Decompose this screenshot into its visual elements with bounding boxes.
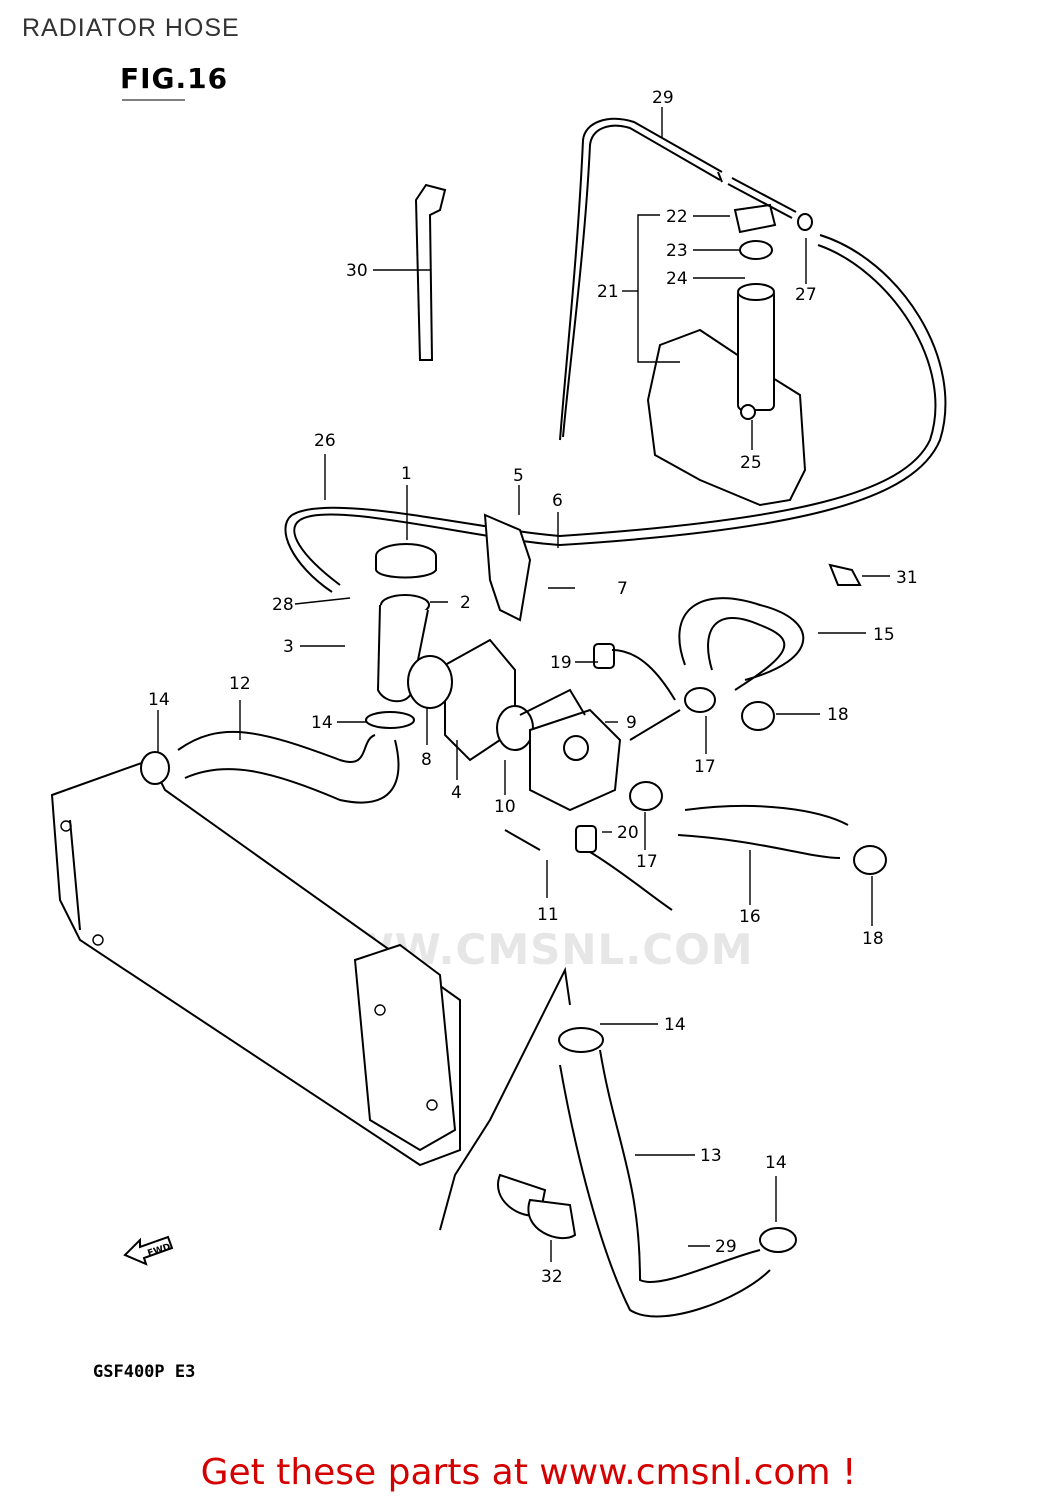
radiator-hose-15[interactable] — [678, 597, 805, 691]
assembly-lines — [439, 688, 681, 1231]
callout-c17b: 17 — [636, 852, 658, 872]
hose-clamp[interactable] — [853, 845, 887, 875]
callout-c26: 26 — [314, 431, 336, 451]
callout-c12: 12 — [229, 674, 251, 694]
hose-clips-32[interactable] — [497, 1173, 577, 1240]
callout-c21: 21 — [597, 282, 619, 302]
thermostat-housing[interactable] — [407, 638, 622, 812]
reservoir-tank[interactable] — [646, 283, 807, 507]
callout-c25: 25 — [740, 453, 762, 473]
callout-c7: 7 — [617, 579, 628, 599]
callout-c29b: 29 — [715, 1237, 737, 1257]
fwd-arrow: FWD — [123, 1235, 174, 1266]
callout-c9: 9 — [626, 713, 637, 733]
callout-c20: 20 — [617, 823, 639, 843]
callouts: 29 22 23 24 21 27 25 30 26 1 5 6 7 28 2 … — [148, 88, 918, 1287]
callout-c23: 23 — [666, 241, 688, 261]
callout-c1: 1 — [401, 464, 412, 484]
callout-c11: 11 — [537, 905, 559, 925]
callout-c30: 30 — [346, 261, 368, 281]
callout-c22: 22 — [666, 207, 688, 227]
overflow-hose-29[interactable] — [559, 117, 723, 441]
hose-clamp[interactable] — [140, 751, 170, 785]
callout-c4: 4 — [451, 783, 462, 803]
callout-c2: 2 — [460, 593, 471, 613]
callout-c15: 15 — [873, 625, 895, 645]
filler-neck[interactable] — [376, 594, 430, 703]
callout-c14b: 14 — [311, 713, 333, 733]
callout-c14c: 14 — [664, 1015, 686, 1035]
callout-c5: 5 — [513, 466, 524, 486]
radiator[interactable] — [50, 758, 461, 1167]
callout-c24: 24 — [666, 269, 688, 289]
callout-c29a: 29 — [652, 88, 674, 108]
radiator-cap[interactable] — [375, 543, 437, 579]
reservoir-cap[interactable] — [727, 177, 797, 234]
callout-c14a: 14 — [148, 690, 170, 710]
page-title: RADIATOR HOSE — [22, 14, 240, 42]
radiator-inlet-hose[interactable] — [177, 730, 400, 804]
hose-clamp[interactable] — [629, 781, 663, 811]
hose-clamp[interactable] — [759, 1227, 797, 1253]
radiator-hose-16[interactable] — [677, 805, 849, 859]
hose-clamp[interactable] — [684, 687, 716, 713]
reservoir-hose[interactable] — [284, 234, 947, 593]
temperature-switch[interactable] — [593, 643, 676, 701]
callout-c18a: 18 — [827, 705, 849, 725]
bracket[interactable] — [483, 513, 532, 622]
hose-clip-27[interactable] — [797, 213, 813, 231]
model-code: GSF400P E3 — [93, 1362, 196, 1382]
callout-c8: 8 — [421, 750, 432, 770]
callout-c27: 27 — [795, 285, 817, 305]
callout-c17a: 17 — [694, 757, 716, 777]
hose-holder-30[interactable] — [414, 183, 447, 361]
hose-clamp[interactable] — [741, 701, 775, 731]
callout-c14d: 14 — [765, 1153, 787, 1173]
hose-clamp[interactable] — [365, 711, 415, 729]
figure-label: FIG.16 — [120, 62, 229, 95]
temperature-sender[interactable] — [575, 825, 673, 911]
callout-c6: 6 — [552, 491, 563, 511]
radiator-outlet-hose[interactable] — [558, 1027, 771, 1318]
callout-leaders — [157, 107, 890, 1262]
callout-c16: 16 — [739, 907, 761, 927]
callout-c31: 31 — [896, 568, 918, 588]
clip-31[interactable] — [828, 563, 862, 586]
callout-c10: 10 — [494, 797, 516, 817]
cap-gasket[interactable] — [739, 240, 773, 260]
callout-c13: 13 — [700, 1146, 722, 1166]
callout-c19: 19 — [550, 653, 572, 673]
footer-link[interactable]: Get these parts at www.cmsnl.com ! — [200, 1452, 857, 1493]
callout-c28: 28 — [272, 595, 294, 615]
callout-c3: 3 — [283, 637, 294, 657]
callout-c18b: 18 — [862, 929, 884, 949]
callout-c32: 32 — [541, 1267, 563, 1287]
